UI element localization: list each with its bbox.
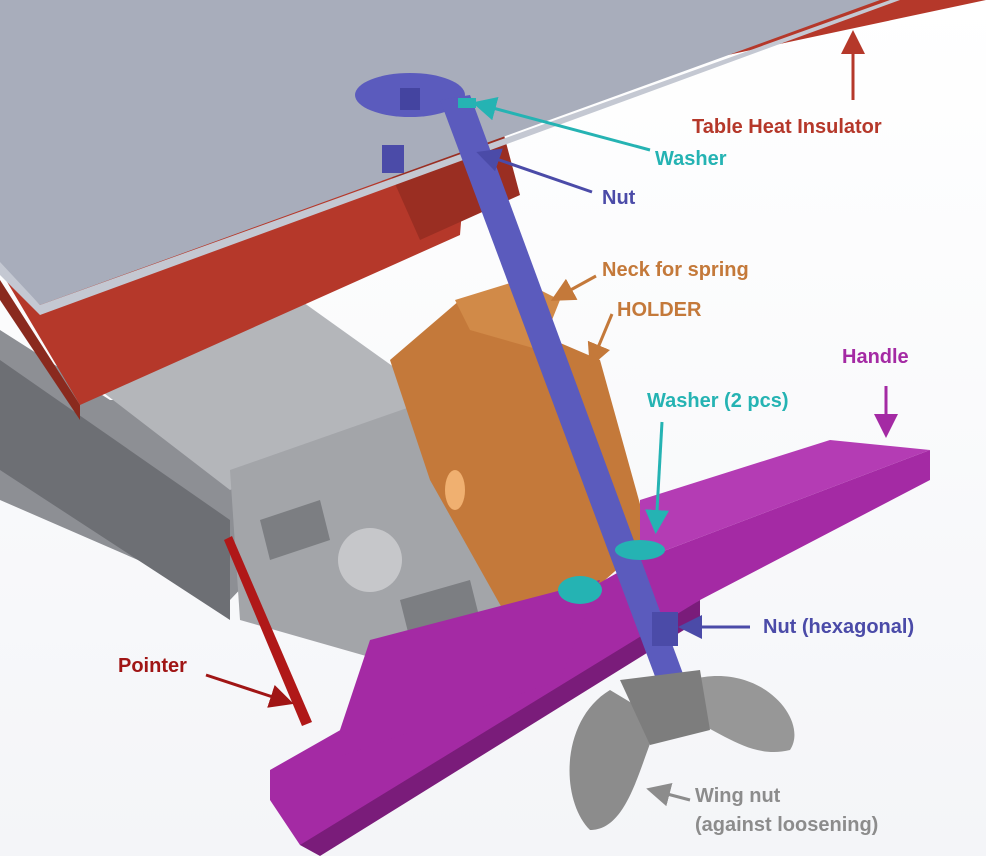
label-neck-for-spring: Neck for spring	[602, 259, 749, 281]
arrow-pointer	[205, 673, 294, 708]
nut-hexagonal-shape	[652, 612, 678, 646]
label-nut-top: Nut	[602, 187, 636, 209]
washer-bottom-1	[615, 540, 665, 560]
arrow-nut-top	[476, 148, 593, 194]
label-handle: Handle	[842, 346, 909, 368]
table-top	[0, 0, 880, 305]
bolt	[355, 73, 700, 730]
washer-bottom-2	[558, 576, 602, 604]
nut-top	[382, 145, 404, 173]
label-wing-nut: Wing nut	[695, 785, 781, 807]
label-holder: HOLDER	[617, 299, 702, 321]
washer-top	[458, 98, 476, 108]
pointer	[224, 536, 312, 726]
label-table-heat-insulator: Table Heat Insulator	[692, 116, 882, 138]
arrow-wing-nut	[646, 782, 691, 807]
handle	[270, 440, 930, 856]
arrow-neck	[550, 274, 597, 301]
arrow-washer-top	[472, 97, 651, 152]
label-pointer: Pointer	[118, 655, 187, 677]
label-wing-nut-note: (against loosening)	[695, 814, 879, 836]
label-washer-2pcs: Washer (2 pcs)	[647, 390, 789, 412]
arrow-washer-2pcs	[645, 421, 669, 534]
aluminium-profile	[0, 300, 520, 660]
arrow-holder	[587, 313, 614, 368]
wing-nut	[569, 670, 795, 830]
table-top-edge	[0, 0, 900, 315]
label-washer-top: Washer	[655, 148, 727, 170]
label-nut-hexagonal: Nut (hexagonal)	[763, 616, 915, 638]
